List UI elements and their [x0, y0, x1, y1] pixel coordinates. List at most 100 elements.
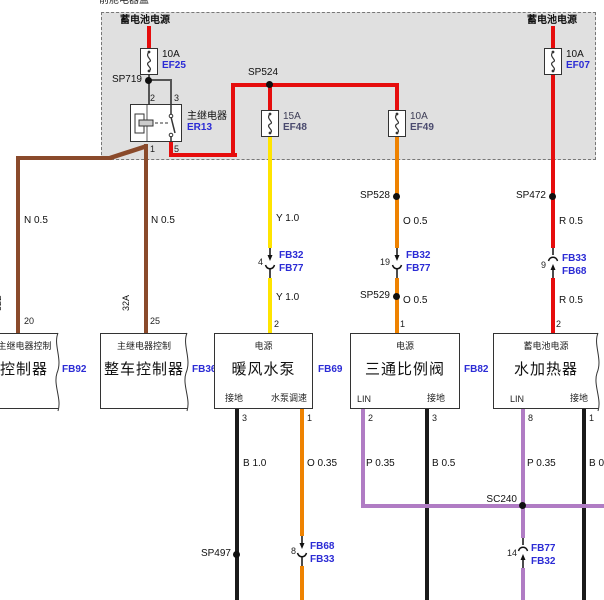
wire-label-b05-right: B 0.5: [589, 458, 604, 469]
box-pin-label-lin: LIN: [510, 394, 525, 404]
conn-pin-14: 14: [506, 548, 517, 558]
torn-edge: [55, 332, 60, 412]
wire-label-r-lower: R 0.5: [559, 295, 583, 306]
pin-1: 1: [307, 413, 313, 423]
relay-pin-3: 3: [174, 93, 180, 103]
wire-relay-riser: [231, 83, 235, 157]
fuse-ef49-amp: 10A: [410, 111, 428, 122]
battery-power-label-right: 蓄电池电源: [527, 15, 577, 26]
conn-fb33: FB33: [310, 554, 335, 565]
conn-code-32a: 32A: [121, 294, 131, 311]
splice-sp524: SP524: [248, 67, 279, 78]
fuse-ef49-code: EF49: [410, 122, 434, 133]
box-sub-label: 主继电器控制: [0, 341, 52, 351]
enclosure-title: 前舱电器盒: [99, 0, 149, 6]
component-box-assembly-controller: 主继电器控制 总成控制器: [0, 332, 60, 412]
connector-socket-pin-icon: [517, 538, 529, 568]
box-sub-label: 电源: [254, 341, 273, 351]
torn-edge: [595, 332, 600, 412]
pin-heater-2: 2: [556, 319, 562, 329]
component-box-heater-pump: 电源 暖风水泵 接地 水泵调速: [214, 333, 313, 409]
fuse-icon: [267, 112, 273, 135]
conn-pin-9: 9: [540, 260, 546, 270]
pin-25: 25: [150, 316, 161, 326]
conn-fb68: FB68: [310, 541, 335, 552]
fuse-ef48-code: EF48: [283, 122, 307, 133]
fuse-icon: [146, 50, 152, 73]
wire-label-b1: B 1.0: [243, 458, 267, 469]
fuse-ef25-code: EF25: [162, 60, 186, 71]
connector-pin-socket-icon: [391, 248, 403, 278]
fuse-icon: [394, 112, 400, 135]
box-pin-label-lin: LIN: [357, 394, 372, 404]
fuse-ef07: [544, 48, 562, 75]
connector-pin-socket-icon: [264, 248, 276, 278]
box-sub-label: 蓄电池电源: [523, 341, 569, 351]
conn-fb68: FB68: [562, 266, 587, 277]
wire-label-p035-right: P 0.35: [527, 458, 556, 469]
wire-label-r-upper: R 0.5: [559, 216, 583, 227]
conn-fb32: FB32: [279, 250, 304, 261]
torn-edge: [184, 332, 189, 412]
wire-lin-bus: [361, 504, 604, 508]
wire-n-left-horizontal: [16, 156, 112, 160]
box-pin-label-ground: 接地: [426, 393, 445, 403]
pin-3: 3: [242, 413, 248, 423]
box-title: 总成控制器: [0, 361, 48, 378]
splice-node-sp524: [266, 81, 273, 88]
splice-sp472: SP472: [515, 190, 546, 201]
conn-fb77: FB77: [406, 263, 431, 274]
relay-icon: [134, 105, 176, 141]
wire-relay-pin5-down: [169, 142, 173, 157]
conn-fb77: FB77: [531, 543, 556, 554]
wire-sp719-to-pin3: [170, 79, 172, 104]
fuse-ef48-amp: 15A: [283, 111, 301, 122]
relay-pin-2: 2: [150, 93, 156, 103]
relay-code: ER13: [187, 122, 213, 133]
pin-pump-2: 2: [274, 319, 280, 329]
pin-valve-1: 1: [400, 319, 406, 329]
wire-label-y-upper: Y 1.0: [276, 213, 300, 224]
splice-node-sc240: [519, 502, 526, 509]
wire-ef25-to-relay-pin2: [148, 75, 150, 104]
box-pin-label-ground: 接地: [225, 393, 244, 403]
wire-sp524-to-ef49: [395, 85, 399, 110]
battery-power-label-left: 蓄电池电源: [120, 15, 170, 26]
splice-sp497: SP497: [200, 548, 231, 559]
connector-code-fb92: FB92: [62, 364, 87, 375]
wire-orange: [395, 137, 399, 333]
conn-fb33: FB33: [562, 253, 587, 264]
splice-node-sp528: [393, 193, 400, 200]
wire-sp719-branch: [148, 79, 171, 81]
conn-code-32b: 32B: [0, 294, 3, 311]
wire-sp524-bus: [231, 83, 399, 87]
relay-pin-5: 5: [174, 144, 180, 154]
main-relay: [130, 104, 182, 142]
fuse-ef07-amp: 10A: [566, 49, 584, 60]
relay-pin-1: 1: [150, 144, 156, 154]
wire-label-o035: O 0.35: [307, 458, 338, 469]
component-box-three-way-valve: 电源 三通比例阀 LIN 接地: [350, 333, 460, 409]
wire-label-o-upper: O 0.5: [403, 216, 428, 227]
relay-name: 主继电器: [187, 111, 227, 122]
wire-batt-to-ef07: [551, 26, 555, 48]
pin-3: 3: [432, 413, 438, 423]
connector-socket-pin-icon: [547, 248, 559, 278]
wire-ground-b1: [235, 409, 239, 600]
pin-8: 8: [528, 413, 534, 423]
wire-n-right: [144, 144, 148, 333]
wire-pump-speed: [300, 409, 304, 600]
conn-pin-8: 8: [290, 546, 296, 556]
conn-pin-4: 4: [257, 257, 263, 267]
box-pin-label-ground: 接地: [569, 393, 588, 403]
fuse-ef49: [388, 110, 406, 137]
splice-sp528: SP528: [359, 190, 390, 201]
component-box-water-heater: 蓄电池电源 水加热器 LIN 接地: [493, 332, 600, 412]
box-title: 水加热器: [513, 361, 578, 378]
wire-lin-valve: [361, 409, 365, 508]
box-title: 暖风水泵: [231, 361, 296, 378]
splice-node-sp529: [393, 293, 400, 300]
wire-n-diagonal: [109, 143, 148, 161]
wire-ef07-to-heater: [551, 75, 555, 333]
